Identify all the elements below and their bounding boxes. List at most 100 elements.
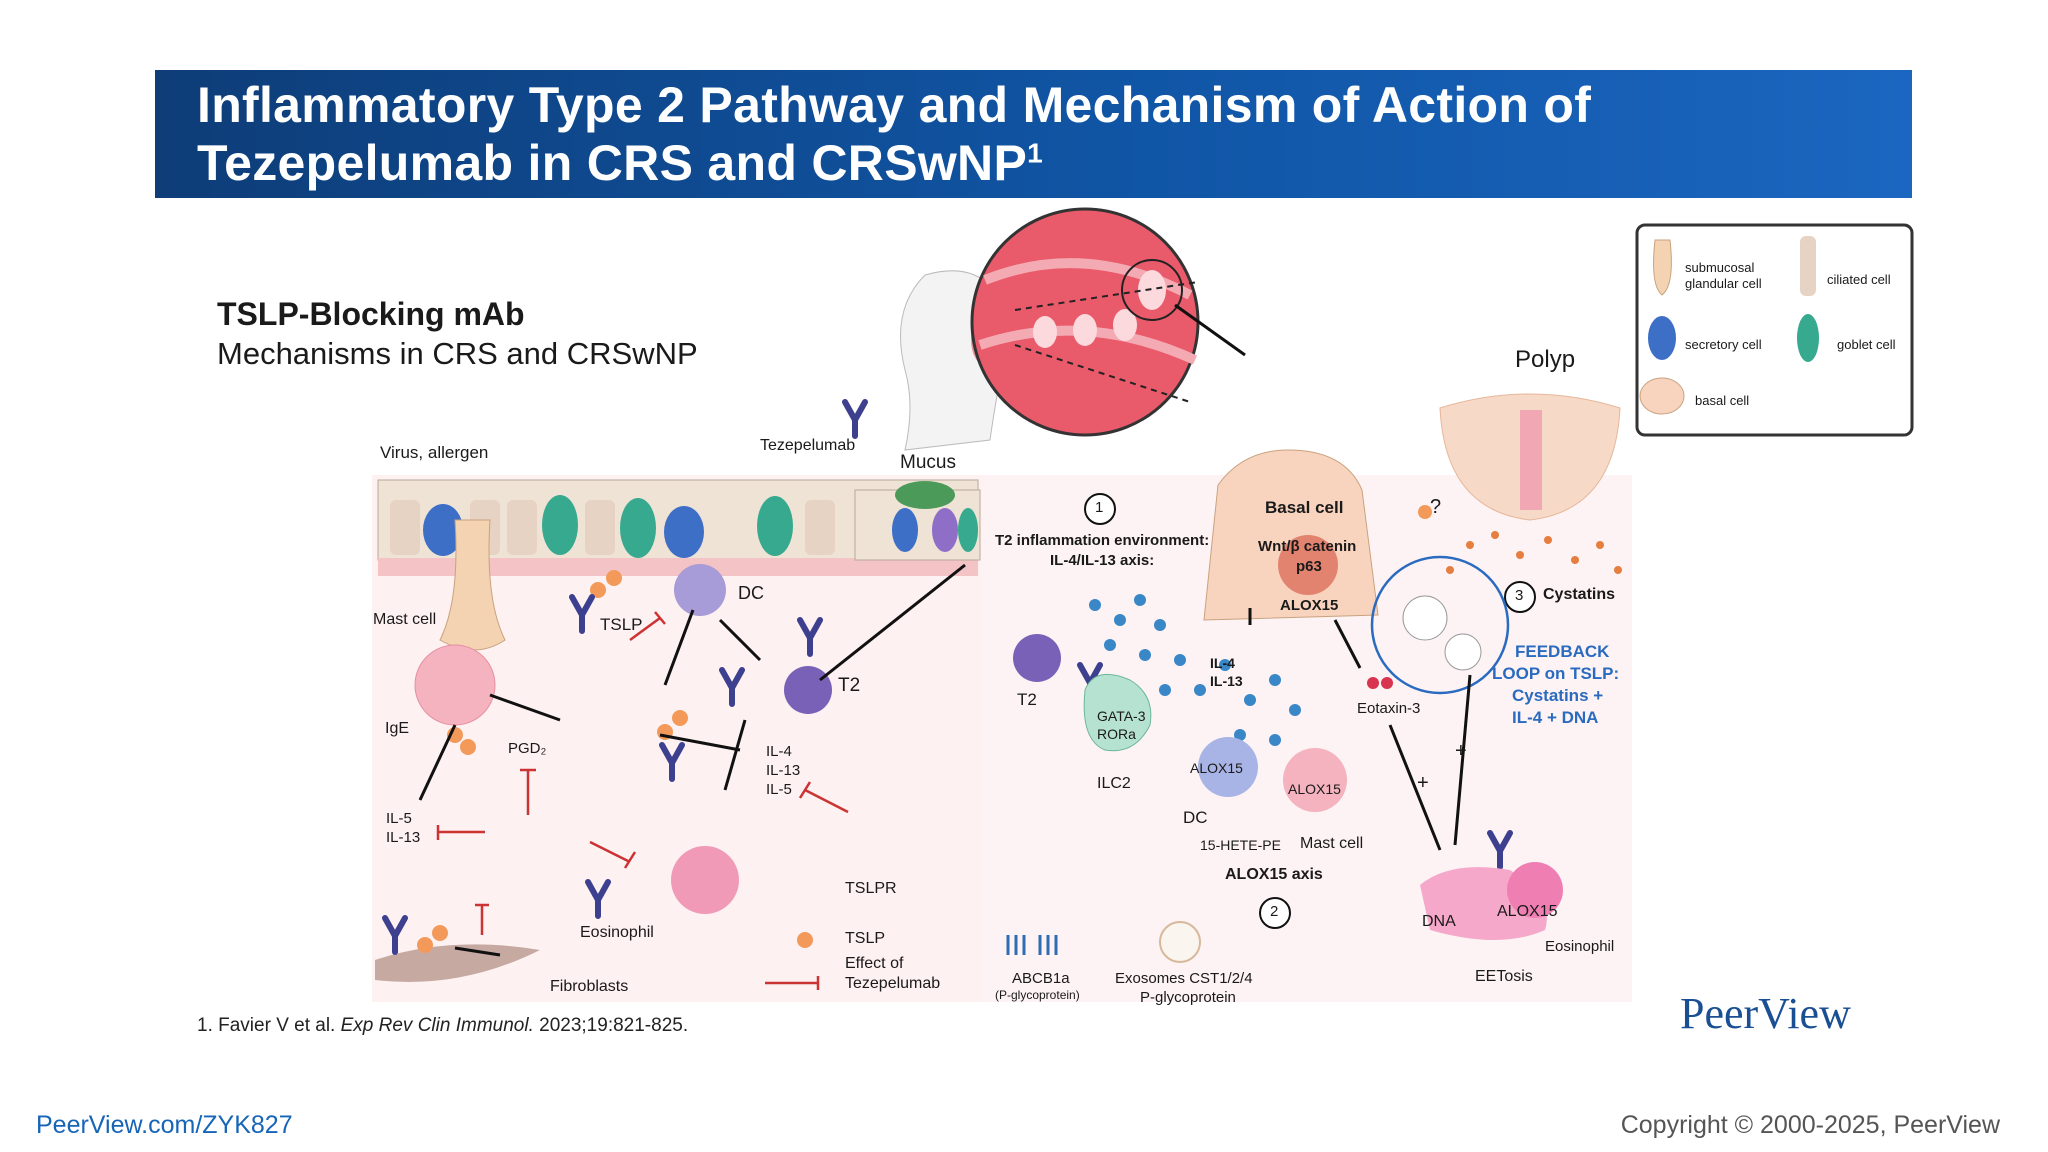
pathway-arrows-left — [418, 563, 966, 957]
legend-goblet: goblet cell — [1837, 337, 1896, 352]
polyp-arrow — [1174, 303, 1246, 357]
label-gata3: GATA-3 — [1097, 708, 1146, 724]
title-banner: Inflammatory Type 2 Pathway and Mechanis… — [155, 70, 1912, 198]
label-mucus: Mucus — [900, 452, 956, 473]
label-polyp: Polyp — [1515, 346, 1576, 373]
vesicle-a — [1402, 595, 1448, 641]
label-pgd2: PGD₂ — [508, 740, 547, 757]
citation-suffix: 2023;19:821-825. — [533, 1015, 689, 1036]
feedback-line4: IL-4 + DNA — [1512, 708, 1599, 727]
label-abcb1a: ABCB1a — [1012, 970, 1070, 987]
exosome-icon — [1159, 921, 1201, 963]
step-markers — [1084, 493, 1536, 929]
goblet-icon — [1797, 314, 1819, 362]
submucosal-gland — [439, 519, 506, 651]
figure-heading: TSLP-Blocking mAb — [217, 296, 525, 332]
label-alox15-basal: ALOX15 — [1280, 597, 1339, 614]
dendritic-cell-right — [1198, 737, 1258, 797]
label-il4: IL-4 — [766, 743, 792, 760]
label-mast-cell-right: Mast cell — [1300, 835, 1364, 852]
il4-il13-molecules — [1089, 594, 1301, 746]
step-1-label: 1 — [1095, 499, 1104, 516]
basal-icon — [1639, 377, 1685, 415]
inhibition-markers — [436, 611, 849, 990]
polyp-core — [1520, 410, 1542, 510]
mucus-blob — [895, 481, 955, 509]
label-fibroblasts: Fibroblasts — [550, 978, 629, 995]
label-question: ? — [1430, 496, 1442, 518]
figure-subheading: Mechanisms in CRS and CRSwNP — [217, 336, 698, 371]
label-alox15-dc: ALOX15 — [1190, 760, 1243, 776]
abcb1a-transporter — [1006, 935, 1058, 955]
t2-cell-right — [1013, 634, 1061, 682]
title-line-2-text: Tezepelumab in CRS and CRSwNP — [197, 135, 1028, 191]
label-tezepelumab: Tezepelumab — [760, 437, 856, 454]
label-pglyco: P-glycoprotein — [1140, 989, 1236, 1006]
label-pglyco-small: (P-glycoprotein) — [995, 988, 1080, 1002]
title-superscript: 1 — [1027, 137, 1043, 169]
label-il5-a: IL-5 — [386, 810, 412, 827]
legend-tslp-dot — [797, 932, 813, 948]
citation-prefix: 1. Favier V et al. — [197, 1015, 341, 1036]
label-t2-env-1: T2 inflammation environment: — [995, 532, 1210, 549]
label-basal-cell: Basal cell — [1265, 498, 1344, 517]
label-ilc2: ILC2 — [1097, 775, 1131, 792]
label-alox15-eos: ALOX15 — [1497, 903, 1558, 920]
secretory-icon — [1648, 316, 1676, 360]
label-exosomes: Exosomes CST1/2/4 — [1115, 970, 1253, 987]
mast-cell-left — [414, 644, 496, 726]
label-eotaxin: Eotaxin-3 — [1357, 700, 1421, 717]
ilc2-cell — [1083, 673, 1152, 752]
basal-cell-shape — [1203, 449, 1379, 621]
label-eetosis: EETosis — [1475, 968, 1533, 985]
label-il13: IL-13 — [766, 762, 801, 779]
eosinophil-left — [671, 846, 739, 914]
label-il13-right: IL-13 — [1210, 673, 1243, 689]
label-il13-a: IL-13 — [386, 829, 421, 846]
label-rora: RORa — [1097, 726, 1136, 742]
plus-sign-2: + — [1417, 772, 1429, 794]
pathway-arrows-right — [1248, 608, 1472, 851]
zoom-highlight-ring — [1121, 259, 1183, 321]
label-alox15-mast: ALOX15 — [1288, 781, 1341, 797]
label-tslp: TSLP — [600, 615, 643, 634]
zoom-lines — [1014, 281, 1199, 403]
feedback-line1: FEEDBACK — [1515, 642, 1610, 661]
step-3-label: 3 — [1515, 587, 1524, 604]
step-2-label: 2 — [1270, 903, 1279, 920]
footer-link[interactable]: PeerView.com/ZYK827 — [36, 1111, 293, 1139]
label-eosinophil-right: Eosinophil — [1545, 938, 1615, 955]
cystatin-molecules — [1446, 531, 1622, 574]
feedback-line3: Cystatins + — [1512, 686, 1604, 705]
label-mast-cell: Mast cell — [373, 611, 437, 628]
title-line-2: Tezepelumab in CRS and CRSwNP1 — [197, 134, 1043, 192]
label-alox15-axis: ALOX15 axis — [1225, 866, 1323, 883]
legend-tslp-label: TSLP — [845, 930, 886, 947]
label-cystatins: Cystatins — [1543, 586, 1616, 603]
label-t2: T2 — [838, 675, 861, 696]
peerview-logo: PeerView — [1680, 989, 1851, 1038]
feedback-loop-circle — [1370, 555, 1510, 695]
plus-sign-1: + — [1455, 740, 1467, 762]
submucosal-icon — [1653, 239, 1672, 296]
label-dna: DNA — [1422, 913, 1456, 930]
label-ige: IgE — [385, 720, 410, 737]
label-dc-right: DC — [1183, 808, 1208, 827]
label-virus: Virus, allergen — [380, 443, 489, 462]
legend-basal: basal cell — [1695, 393, 1750, 408]
t2-cell-left — [784, 666, 832, 714]
legend-ciliated: ciliated cell — [1827, 272, 1891, 287]
vesicle-b — [1444, 633, 1482, 671]
label-il4-right: IL-4 — [1210, 655, 1235, 671]
label-t2-env-2: IL-4/IL-13 axis: — [1050, 552, 1155, 569]
basal-cell-nucleus — [1278, 535, 1338, 595]
eosinophil-right-nucleus — [1507, 862, 1563, 918]
zoom-gland-drops — [1033, 270, 1166, 348]
label-hete: 15-HETE-PE — [1200, 837, 1281, 853]
legend-effect-line1: Effect of — [845, 955, 904, 972]
label-il5: IL-5 — [766, 781, 792, 798]
legend-secretory: secretory cell — [1685, 337, 1762, 352]
citation: 1. Favier V et al. Exp Rev Clin Immunol.… — [197, 1015, 688, 1037]
